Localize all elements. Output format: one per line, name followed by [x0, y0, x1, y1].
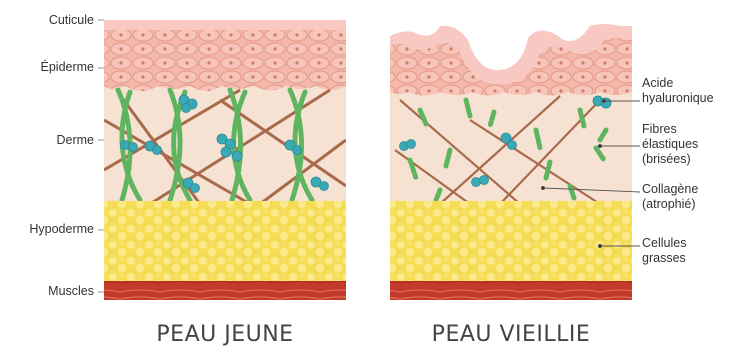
- label-elastic-line1: Fibres: [642, 122, 698, 137]
- young-skin-block: [104, 20, 346, 301]
- label-hyaluronic-acid: Acide hyaluronique: [642, 76, 714, 106]
- label-cuticle: Cuticule: [49, 13, 94, 28]
- label-hypodermis: Hypoderme: [29, 222, 94, 237]
- old-hypodermis: [390, 201, 632, 281]
- label-fat-line1: Cellules: [642, 236, 686, 251]
- label-elastic-line2: élastiques: [642, 137, 698, 152]
- label-elastic-fibers: Fibres élastiques (brisées): [642, 122, 698, 167]
- label-elastic-line3: (brisées): [642, 152, 698, 167]
- label-hyaluronic-line1: Acide: [642, 76, 714, 91]
- label-collagen: Collagène (atrophié): [642, 182, 698, 212]
- label-dermis: Derme: [56, 133, 94, 148]
- young-epidermis: [104, 30, 346, 91]
- label-fat-line2: grasses: [642, 251, 686, 266]
- label-fat-cells: Cellules grasses: [642, 236, 686, 266]
- label-muscles: Muscles: [48, 284, 94, 299]
- label-epidermis: Épiderme: [41, 60, 95, 75]
- label-hyaluronic-line2: hyaluronique: [642, 91, 714, 106]
- label-collagen-line1: Collagène: [642, 182, 698, 197]
- old-muscle: [390, 281, 632, 301]
- caption-old-skin: PEAU VIEILLIE: [396, 322, 626, 347]
- label-collagen-line2: (atrophié): [642, 197, 698, 212]
- caption-young-skin: PEAU JEUNE: [110, 322, 340, 347]
- left-leader-lines: [98, 20, 104, 292]
- young-cuticle: [104, 20, 346, 30]
- old-skin-block: [390, 24, 632, 301]
- young-hypodermis: [104, 201, 346, 281]
- young-muscle: [104, 281, 346, 301]
